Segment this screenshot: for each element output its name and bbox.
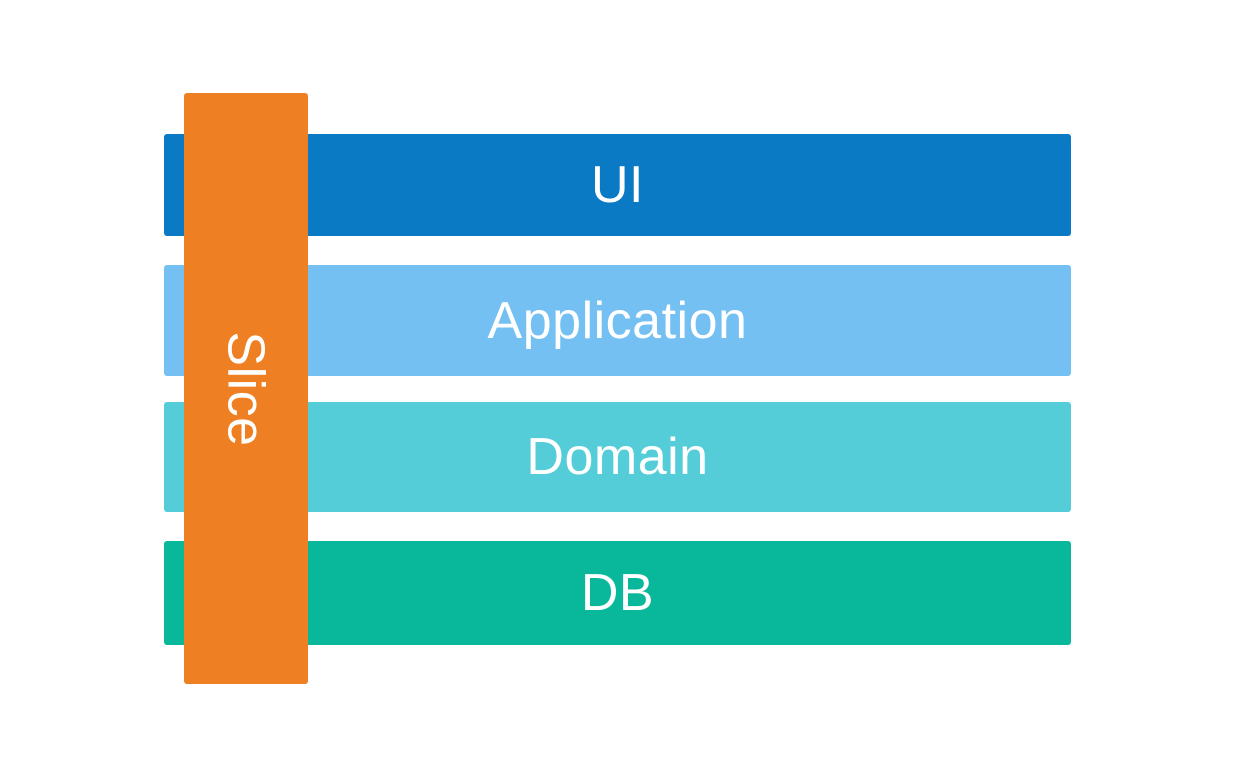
layer-bar-application[interactable]: Application — [164, 265, 1071, 376]
layer-bar-ui[interactable]: UI — [164, 134, 1071, 236]
slice-label: Slice — [217, 330, 275, 447]
layer-label-application: Application — [487, 291, 748, 350]
layer-label-domain: Domain — [526, 428, 709, 486]
layer-label-db: DB — [580, 564, 655, 622]
layer-bar-db[interactable]: DB — [164, 541, 1071, 645]
layer-bar-domain[interactable]: Domain — [164, 402, 1071, 512]
slice-column[interactable]: Slice — [184, 93, 308, 684]
layer-label-ui: UI — [591, 156, 644, 214]
